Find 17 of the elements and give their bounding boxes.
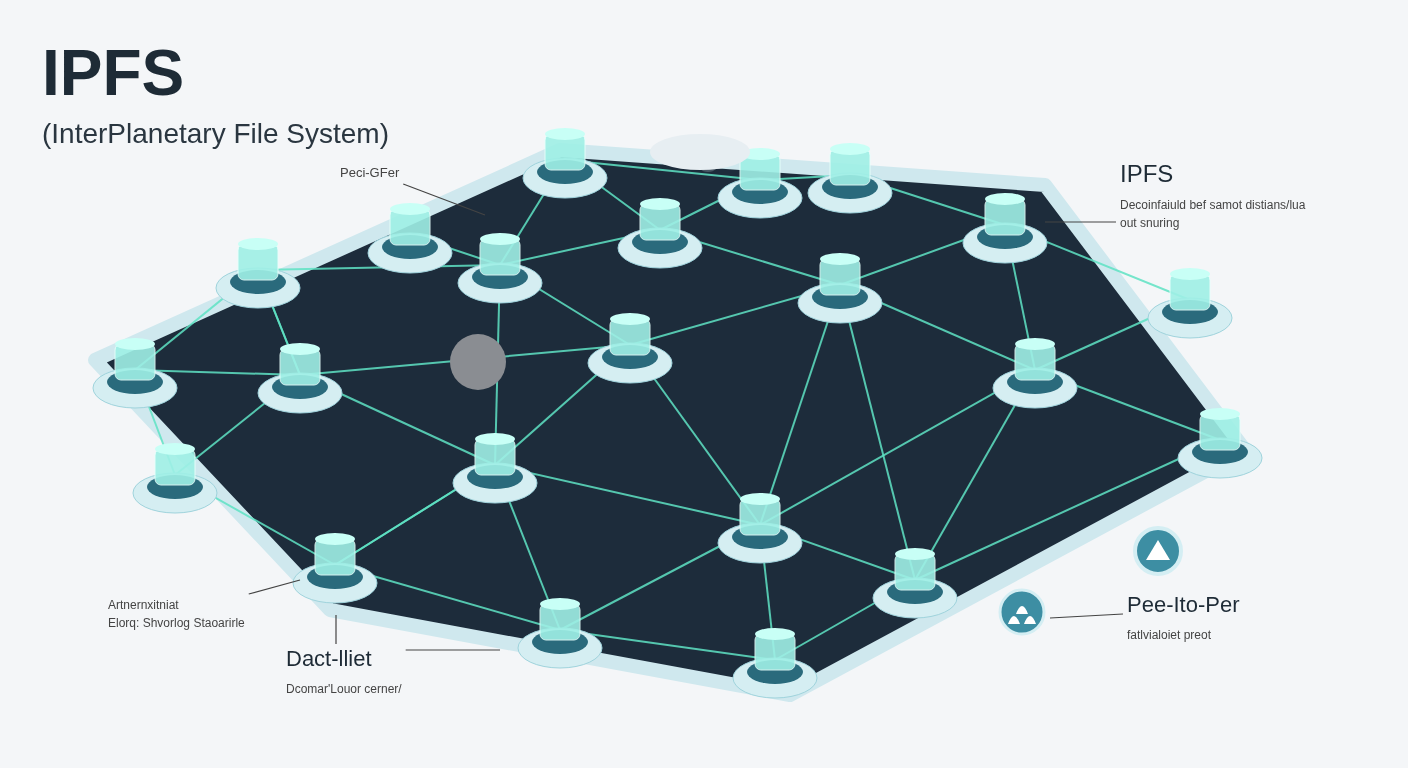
note-text: Peci-GFer	[340, 164, 400, 182]
title: IPFS	[42, 36, 185, 110]
note-text: Elorq: Shvorlog Staoarirle	[108, 615, 245, 632]
leader-line	[248, 579, 301, 595]
leader-line	[335, 614, 337, 645]
note-text: Artnernxitniat	[108, 597, 180, 614]
note-text: Decoinfaiuld bef samot distians/lua out snuring	[1120, 197, 1307, 232]
heading: Pee-Ito-Per	[1127, 592, 1240, 618]
leader-line	[405, 649, 501, 651]
note-text: fatlvialoiet preot	[1127, 627, 1213, 644]
note-text: Dcomar'Louor cerner/	[286, 681, 402, 698]
leader-line	[402, 183, 486, 216]
heading: IPFS	[1120, 160, 1175, 188]
heading: Dact-lliet	[286, 646, 373, 672]
leader-line	[1049, 613, 1124, 619]
leader-line	[1044, 221, 1117, 223]
subtitle: (InterPlanetary File System)	[42, 118, 389, 150]
